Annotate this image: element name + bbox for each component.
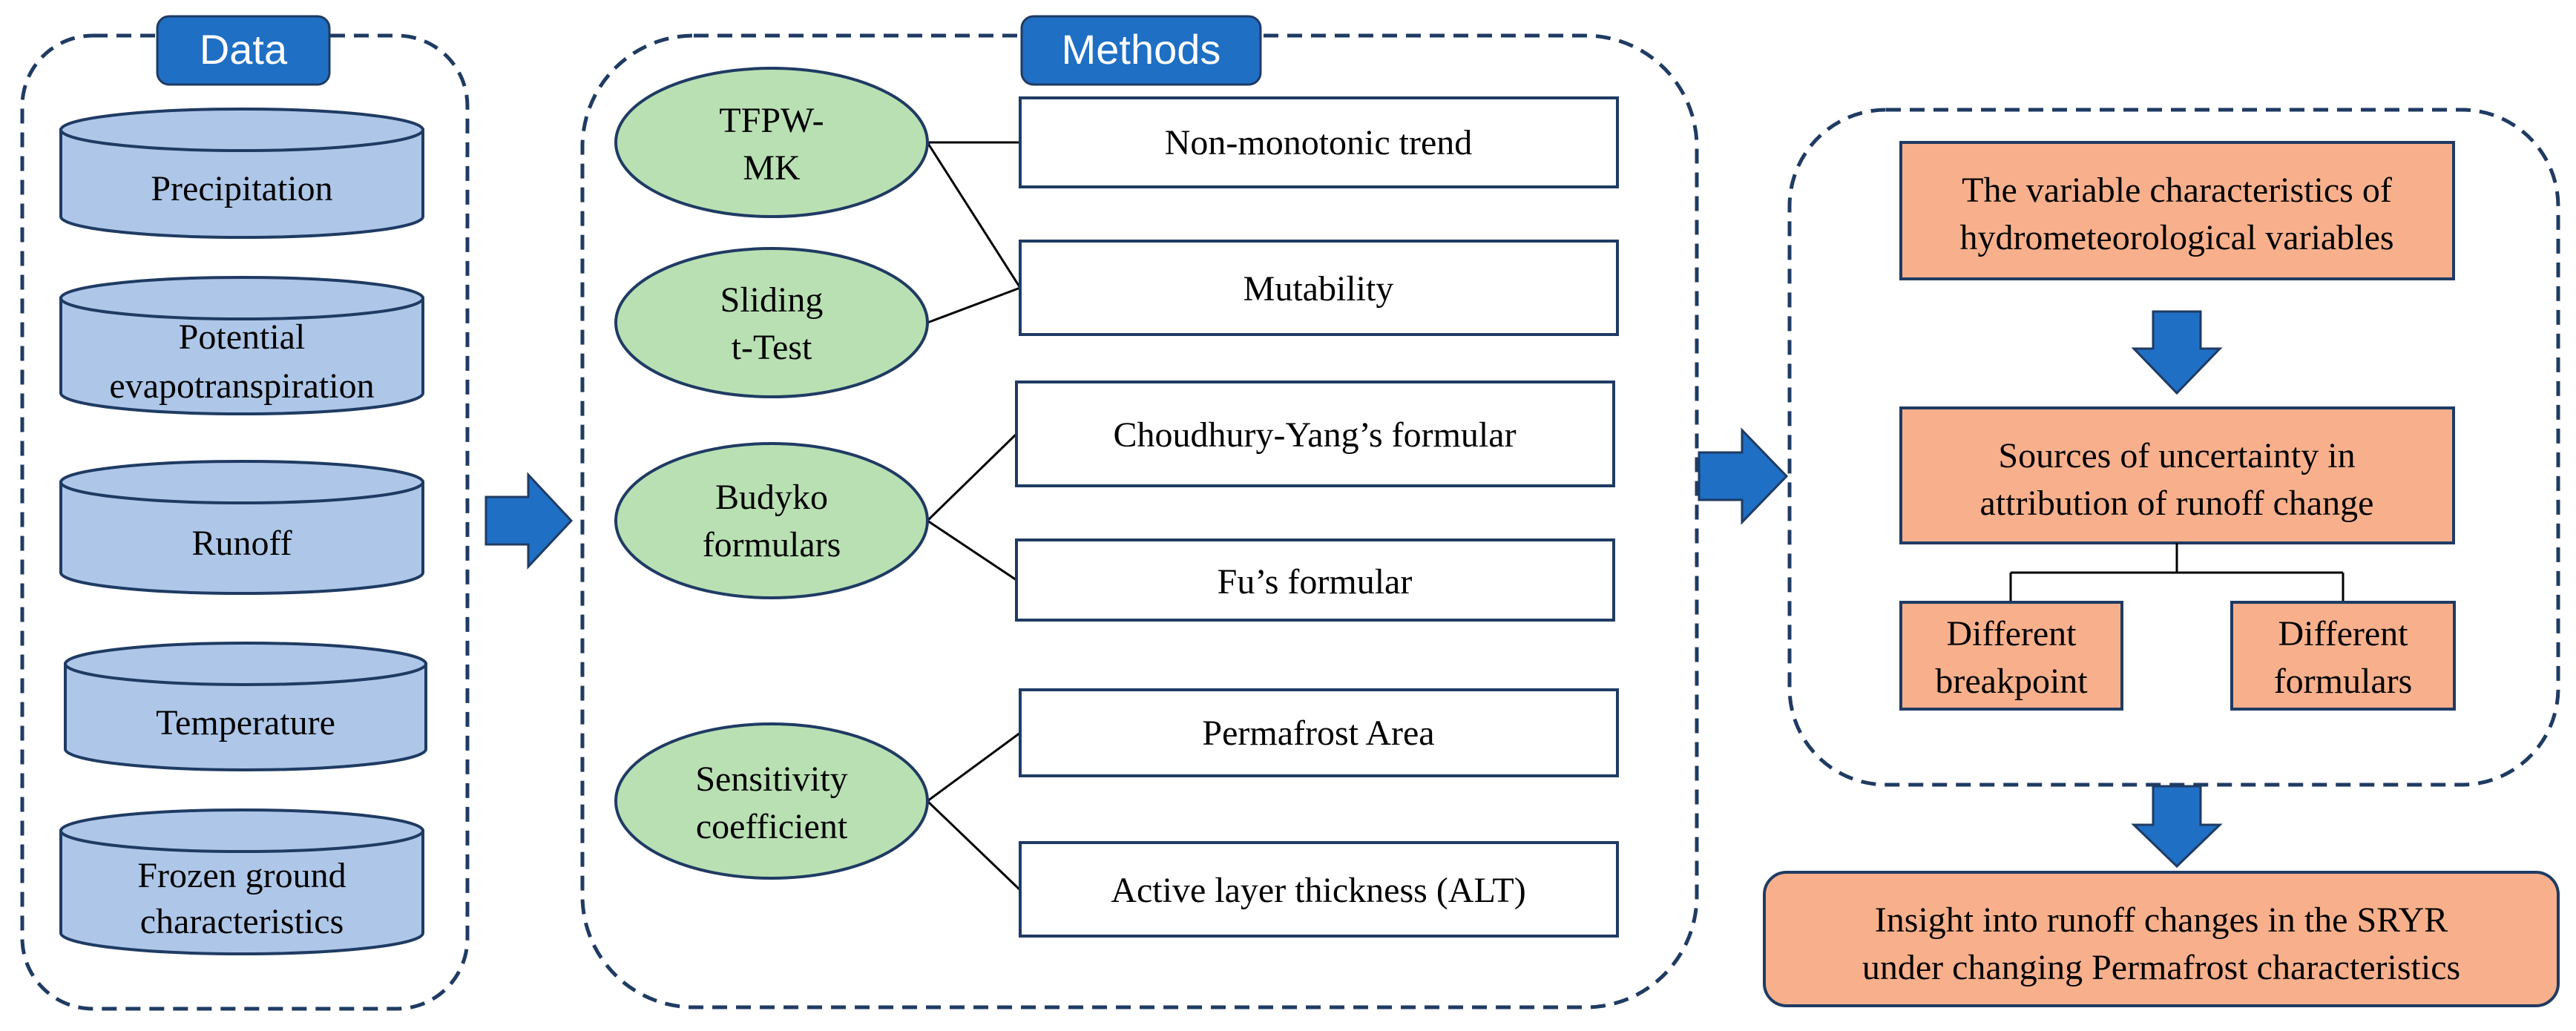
data-item-label: Temperature bbox=[156, 703, 335, 742]
output-label: Choudhury-Yang’s formular bbox=[1113, 415, 1516, 455]
method-label: Sliding bbox=[720, 280, 824, 320]
arrow-right-icon bbox=[484, 472, 574, 570]
result-sources-of-uncertainty: Sources of uncertainty in attribution of… bbox=[1899, 406, 2455, 544]
method-sensitivity-coefficient: Sensitivity coefficient bbox=[614, 722, 929, 880]
result-different-breakpoint: Different breakpoint bbox=[1899, 601, 2123, 711]
insight-label: Insight into runoff changes in the SRYR bbox=[1875, 900, 2448, 940]
result-label: The variable characteristics of bbox=[1962, 171, 2392, 210]
methods-panel: Methods TFPW- MK Sliding t-Test Budyko f… bbox=[580, 15, 1699, 1009]
data-title: Data bbox=[200, 26, 288, 73]
method-tfpw-mk: TFPW- MK bbox=[614, 67, 929, 218]
data-item-label: Runoff bbox=[191, 524, 292, 563]
data-title-badge bbox=[156, 15, 331, 86]
output-label: Mutability bbox=[1243, 269, 1394, 309]
method-budyko-formulars: Budyko formulars bbox=[614, 442, 929, 599]
methods-title: Methods bbox=[1062, 26, 1221, 73]
results-panel-border bbox=[1787, 108, 2560, 787]
output-label: Active layer thickness (ALT) bbox=[1111, 871, 1525, 910]
result-label: hydrometeorological variables bbox=[1959, 218, 2393, 257]
method-label: t-Test bbox=[732, 328, 812, 367]
output-label: Non-monotonic trend bbox=[1165, 123, 1473, 162]
result-label: Different bbox=[1946, 614, 2077, 653]
data-item-label: characteristics bbox=[140, 902, 344, 941]
output-label: Permafrost Area bbox=[1202, 714, 1434, 753]
arrow-right-icon bbox=[1698, 427, 1789, 525]
methods-title-badge bbox=[1020, 15, 1262, 86]
output-permafrost-area: Permafrost Area bbox=[1019, 688, 1619, 777]
insight-box: Insight into runoff changes in the SRYR … bbox=[1763, 871, 2560, 1007]
results-panel: The variable characteristics of hydromet… bbox=[1787, 108, 2560, 787]
output-choudhury-yang: Choudhury-Yang’s formular bbox=[1015, 381, 1615, 487]
method-label: formulars bbox=[703, 525, 841, 564]
method-label: Sensitivity bbox=[695, 760, 847, 799]
result-label: attribution of runoff change bbox=[1980, 484, 2374, 523]
data-item-frozen-ground: Frozen ground characteristics bbox=[59, 808, 424, 955]
arrow-down-icon bbox=[2131, 310, 2223, 395]
method-label: MK bbox=[743, 148, 801, 188]
data-item-label: evapotranspiration bbox=[109, 366, 374, 406]
insight-label: under changing Permafrost characteristic… bbox=[1862, 948, 2460, 987]
method-label: coefficient bbox=[696, 807, 848, 846]
data-item-label: Frozen ground bbox=[137, 856, 346, 895]
method-label: Budyko bbox=[715, 478, 828, 517]
method-label: TFPW- bbox=[719, 101, 824, 140]
output-fu-formular: Fu’s formular bbox=[1015, 538, 1615, 622]
data-item-label: Potential bbox=[179, 317, 306, 357]
output-label: Fu’s formular bbox=[1218, 562, 1413, 602]
method-sliding-t-test: Sliding t-Test bbox=[614, 247, 929, 398]
data-item-precipitation: Precipitation bbox=[59, 108, 424, 239]
output-mutability: Mutability bbox=[1019, 240, 1619, 336]
method-connectors bbox=[926, 141, 1022, 892]
data-item-runoff: Runoff bbox=[59, 460, 424, 595]
result-label: Sources of uncertainty in bbox=[1998, 436, 2355, 475]
data-item-label: Precipitation bbox=[151, 169, 332, 208]
result-label: formulars bbox=[2274, 662, 2413, 701]
output-active-layer-thickness: Active layer thickness (ALT) bbox=[1019, 841, 1619, 938]
methods-panel-border bbox=[580, 33, 1699, 1009]
data-panel: Data Precipitation Potential evapotransp… bbox=[20, 15, 470, 1011]
uncertainty-connector bbox=[2009, 543, 2345, 602]
output-non-monotonic-trend: Non-monotonic trend bbox=[1019, 96, 1619, 188]
result-label: Different bbox=[2278, 614, 2408, 653]
result-variable-characteristics: The variable characteristics of hydromet… bbox=[1899, 141, 2455, 280]
arrow-down-icon bbox=[2131, 785, 2223, 869]
result-label: breakpoint bbox=[1935, 662, 2088, 701]
result-different-formulars: Different formulars bbox=[2230, 601, 2456, 711]
data-item-potential-evapotranspiration: Potential evapotranspiration bbox=[59, 276, 424, 415]
data-item-temperature: Temperature bbox=[64, 642, 427, 771]
